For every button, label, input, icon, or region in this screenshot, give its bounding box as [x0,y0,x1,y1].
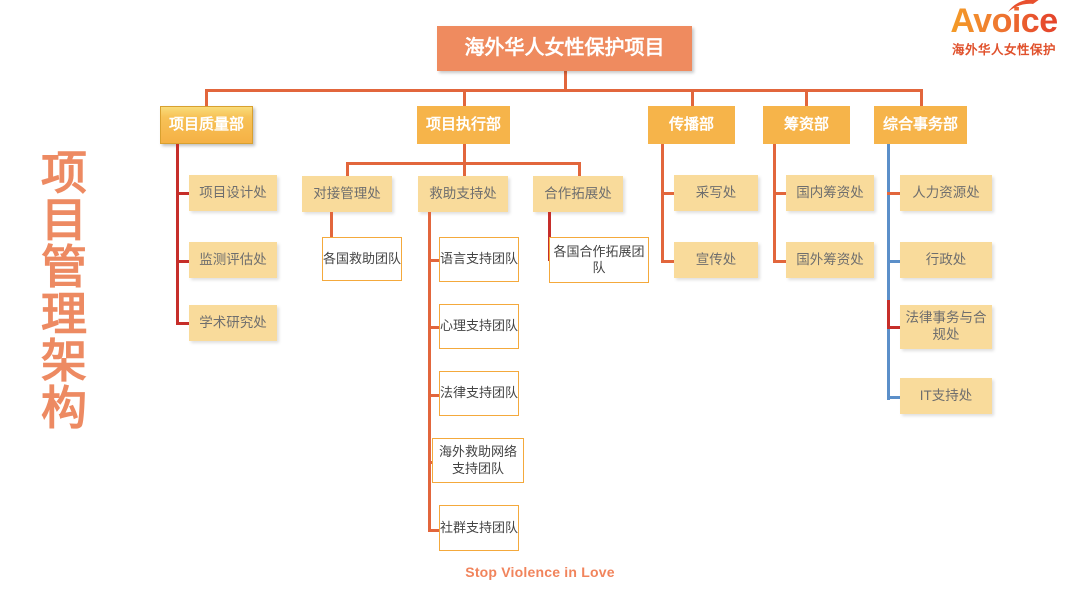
connector-comm-spine [661,144,664,262]
connector-liaison-spine [330,212,333,260]
node-unit-liaison[interactable]: 对接管理处 [302,176,392,212]
connector-quality-to-monitor [176,260,189,263]
node-team-psychology[interactable]: 心理支持团队 [439,304,519,349]
connector-support-to-language [428,259,440,262]
connector-exec-drop-partner [578,162,581,176]
connector-support-to-legal [428,394,440,397]
connector-quality-to-design [176,192,189,195]
connector-comm-to-promote [661,260,674,263]
connector-admin-spine [887,144,890,400]
logo-subtitle: 海外华人女性保护 [951,43,1056,57]
node-unit-project-design[interactable]: 项目设计处 [189,175,277,211]
node-root[interactable]: 海外华人女性保护项目 [437,26,692,71]
connector-drop-quality [205,89,208,107]
node-team-language[interactable]: 语言支持团队 [439,237,519,282]
node-unit-promotion[interactable]: 宣传处 [674,242,758,278]
node-dept-comm[interactable]: 传播部 [648,106,735,144]
connector-drop-fund [805,89,808,107]
node-unit-monitoring[interactable]: 监测评估处 [189,242,277,278]
connector-partner-spine [548,212,551,260]
node-team-country-partnership[interactable]: 各国合作拓展团队 [549,237,649,283]
tagline: Stop Violence in Love [465,564,615,580]
node-dept-admin[interactable]: 综合事务部 [874,106,967,144]
node-unit-domestic-fundraising[interactable]: 国内筹资处 [786,175,874,211]
brand-logo: Avoice 海外华人女性保护 [936,0,1072,58]
node-unit-relief-support[interactable]: 救助支持处 [418,176,508,212]
connector-drop-admin [920,89,923,107]
connector-admin-to-hr [887,192,900,195]
node-unit-legal-compliance[interactable]: 法律事务与合规处 [900,305,992,349]
node-unit-writing[interactable]: 采写处 [674,175,758,211]
connector-quality-to-research [176,322,189,325]
connector-admin-to-admin [887,260,900,263]
connector-comm-to-write [661,192,674,195]
node-unit-overseas-fundraising[interactable]: 国外筹资处 [786,242,874,278]
connector-exec-drop-liaison [346,162,349,176]
connector-support-spine [428,212,431,530]
connector-support-to-community [428,529,440,532]
connector-fund-to-domestic [773,192,786,195]
node-unit-partnership[interactable]: 合作拓展处 [533,176,623,212]
node-unit-it-support[interactable]: IT支持处 [900,378,992,414]
connector-quality-spine [176,144,179,324]
connector-fund-to-overseas [773,260,786,263]
node-team-overseas-network[interactable]: 海外救助网络支持团队 [432,438,524,483]
node-dept-exec[interactable]: 项目执行部 [417,106,510,144]
node-unit-administration[interactable]: 行政处 [900,242,992,278]
connector-exec-stem [463,144,466,164]
connector-drop-exec [463,89,466,107]
node-team-legal[interactable]: 法律支持团队 [439,371,519,416]
node-dept-quality[interactable]: 项目质量部 [160,106,253,144]
connector-exec-drop-support [463,162,466,176]
connector-root-stem [564,71,567,91]
connector-support-to-psych [428,326,440,329]
page-title-vertical: 项目管理架构 [41,147,87,434]
connector-admin-to-it [887,396,900,399]
arc-swoosh-icon [1008,0,1039,12]
node-team-country-relief[interactable]: 各国救助团队 [322,237,402,281]
connector-root-bus [206,89,922,92]
node-dept-fund[interactable]: 筹资部 [763,106,850,144]
node-unit-research[interactable]: 学术研究处 [189,305,277,341]
connector-fund-spine [773,144,776,262]
connector-admin-spine-accent [887,300,890,328]
node-team-community[interactable]: 社群支持团队 [439,505,519,551]
node-unit-hr[interactable]: 人力资源处 [900,175,992,211]
connector-admin-to-legal [887,326,900,329]
logo-wordmark: Avoice [936,4,1072,38]
connector-drop-comm [691,89,694,107]
